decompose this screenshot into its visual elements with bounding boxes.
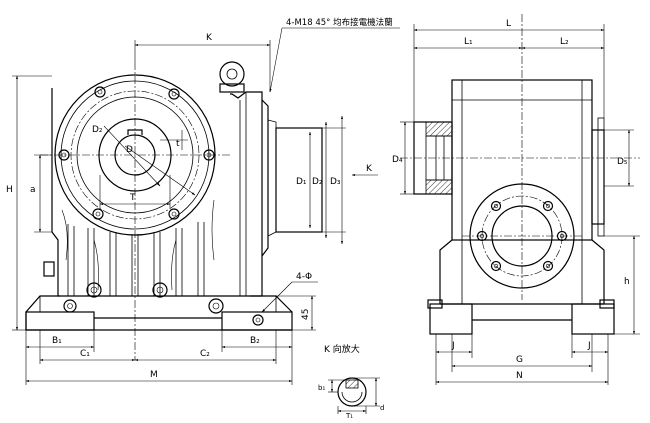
dim-B1-label: B₁ [52,336,62,346]
dim-holes-label: 4-Φ [296,272,312,282]
side-worm-cover [462,14,582,300]
dim-D3-label: D₃ [330,177,341,187]
dim-45: 45 [276,295,316,331]
dim-C2-label: C₂ [200,349,210,359]
front-base-bolts [43,261,264,326]
dim-J-right-label: J [587,341,591,351]
cover-bolts [58,86,215,220]
dim-L-label: L [506,19,511,29]
dim-L-group: L L₁ L₂ [413,19,605,122]
front-base [25,295,293,331]
dim-J-left-label: J [451,341,455,351]
dim-t-label: t [176,139,180,149]
front-view: K 4-M18 45° 均布接電機法蘭 H a D₂ D [6,17,400,385]
dim-h: h [604,235,640,335]
dim-Dz-label: D₂ [312,177,323,187]
side-shaft-section [400,121,640,195]
dim-flange-diameters: D₁ D₂ D₃ [276,115,346,245]
dim-45-label: 45 [301,309,311,320]
dim-side-bottom: J J G N [435,334,609,385]
dim-D5-label: D₅ [617,157,628,167]
front-ribs [61,199,215,296]
dim-M-label: M [150,370,158,380]
dim-D-label: D [126,145,133,155]
dim-B2-label: B₂ [250,336,260,346]
dim-a-label: a [30,185,36,195]
dim-G-label: G [516,355,523,365]
dim-C1-label: C₁ [80,349,90,359]
view-arrow-K-label: K [366,164,373,174]
dim-K-top: K [134,33,271,92]
dim-D2-label: D₂ [92,125,103,135]
dim-H-label: H [6,185,13,195]
dim-T-label: T [129,193,136,203]
flange-note-text: 4-M18 45° 均布接電機法蘭 [286,17,393,28]
view-arrow-K: K [351,164,378,177]
dim-holes: 4-Φ [261,272,318,313]
front-cover [40,62,232,360]
dim-D4-label: D₄ [392,155,403,165]
dim-h-label: h [624,277,630,287]
dim-K-label: K [206,33,213,43]
dim-T: T [99,175,171,208]
dim-H: H [6,75,52,331]
dim-D1-label: D₁ [296,177,307,187]
lifting-eye [219,61,245,93]
detail-view-title: K 向放大 [324,343,360,355]
side-view: L L₁ L₂ D₄ D₅ h [392,14,640,385]
detail-b1-label: b₁ [318,384,325,392]
dim-D5: D₅ [604,129,634,187]
dim-D-leaders: D₂ D [92,125,196,196]
flange-note: 4-M18 45° 均布接電機法蘭 [269,17,400,93]
dim-D4: D₄ [392,121,414,195]
detail-d-label: d [380,404,384,412]
side-housing [427,79,615,335]
dim-L2-label: L₂ [560,37,569,47]
dim-bottom-chain: B₁ B₂ C₁ C₂ M [25,330,293,385]
dim-a: a [30,154,52,233]
detail-view: K 向放大 b₁ T₁ d [318,343,384,420]
dim-N-label: N [516,371,523,381]
dim-L1-label: L₁ [464,37,473,47]
detail-T1-label: T₁ [345,412,353,420]
dim-t: t [160,130,188,150]
